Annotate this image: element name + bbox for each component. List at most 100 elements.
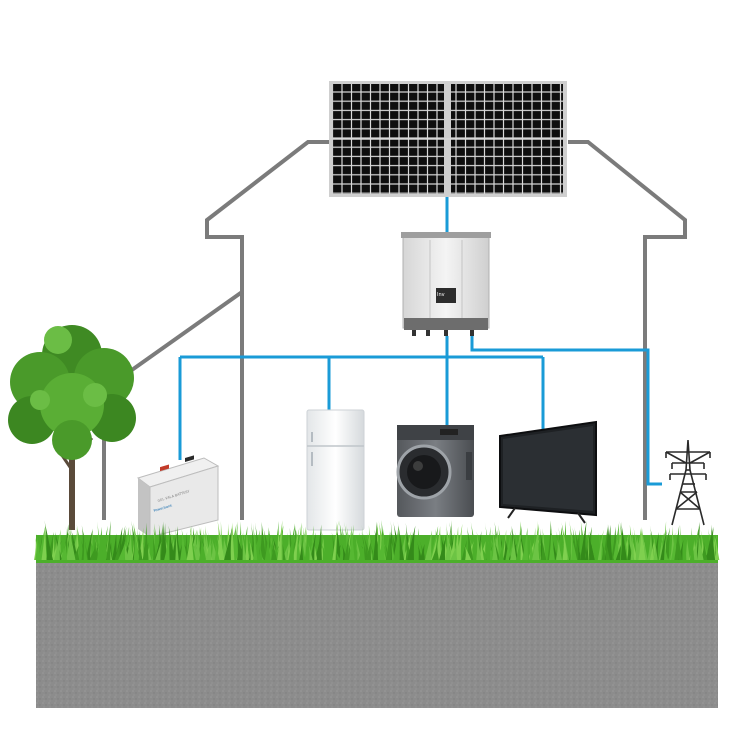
grass-blade xyxy=(476,531,482,560)
grass-blade xyxy=(183,531,188,560)
grass-blade xyxy=(696,531,704,560)
grass-blade xyxy=(320,541,328,560)
grass-blade xyxy=(705,535,711,560)
grass-blade xyxy=(419,544,425,560)
grass-blade xyxy=(259,521,267,560)
grass-blade xyxy=(229,523,237,560)
transmission-tower-icon xyxy=(665,439,711,526)
grass-blade xyxy=(488,545,494,560)
grass-blade xyxy=(470,521,478,560)
grass-blade xyxy=(587,531,595,560)
grass-blade xyxy=(85,528,93,560)
grass-blade xyxy=(213,537,220,560)
grass-blade xyxy=(639,541,646,560)
grass-blade xyxy=(714,540,720,560)
grass-blade xyxy=(96,526,104,560)
grass-blade xyxy=(152,532,157,560)
grass-blade xyxy=(217,520,225,560)
grass-blade xyxy=(431,536,438,560)
grass-blade xyxy=(106,520,111,560)
grass-blade xyxy=(556,535,563,560)
grass-blade xyxy=(450,544,458,560)
grass-blade xyxy=(397,520,405,560)
grass-blade xyxy=(35,533,41,560)
grass-blade xyxy=(378,528,385,560)
grass-blade xyxy=(125,534,133,560)
grass-blade xyxy=(570,531,578,560)
grass-blade xyxy=(194,529,201,560)
grass-blade xyxy=(580,521,587,560)
grass-blade xyxy=(361,530,368,560)
grass-blade xyxy=(480,544,489,560)
grass-blade xyxy=(605,539,610,560)
grass-blade xyxy=(118,541,127,560)
grass-blade xyxy=(414,528,420,560)
grass-blade xyxy=(385,531,392,560)
grass-blade xyxy=(171,533,177,560)
grass-blade xyxy=(492,529,498,560)
grass-blade xyxy=(532,523,540,560)
grass-blade xyxy=(252,523,258,560)
grass-strip xyxy=(33,520,720,563)
grass-blade xyxy=(676,529,683,560)
grass-blade xyxy=(649,538,655,560)
grass-blade xyxy=(690,527,695,560)
grass-blade xyxy=(486,526,491,560)
grass-blade xyxy=(461,539,468,560)
grass-blade xyxy=(277,520,283,560)
grass-blade xyxy=(445,531,450,560)
grass-blade xyxy=(540,538,547,560)
grass-blade xyxy=(143,522,149,560)
grass-blade xyxy=(186,526,194,560)
grass-blade xyxy=(60,540,66,560)
grass-blade xyxy=(240,526,247,560)
grass-blade xyxy=(133,522,140,560)
grass-blade xyxy=(388,530,395,560)
grass-blade xyxy=(354,534,362,560)
grass-blade xyxy=(299,540,304,560)
grass-blade xyxy=(431,543,439,560)
grass-blade xyxy=(519,534,524,560)
grass-blade xyxy=(633,533,641,560)
grass-blade xyxy=(344,534,350,560)
refrigerator-icon xyxy=(306,409,365,531)
grass-blade xyxy=(267,521,274,560)
grass-blade xyxy=(93,542,99,560)
tree-icon xyxy=(8,325,136,530)
grass-blade xyxy=(85,530,93,560)
grass-blade xyxy=(61,542,68,560)
grass-blade xyxy=(620,521,627,560)
grass-blade xyxy=(638,526,646,560)
grass-blade xyxy=(701,541,708,560)
grass-blade xyxy=(162,523,167,560)
washing-machine-icon xyxy=(396,425,474,517)
grass-blade xyxy=(54,529,61,560)
grass-blade xyxy=(674,524,680,560)
inverter-label: Inv xyxy=(437,292,445,298)
grass-blade xyxy=(199,535,207,560)
grass-blade xyxy=(597,529,604,560)
grass-blade xyxy=(155,541,162,560)
grass-blade xyxy=(456,523,463,560)
grass-blade xyxy=(136,526,143,560)
grass-blade xyxy=(612,522,620,560)
grass-blade xyxy=(376,521,382,560)
grass-blade xyxy=(292,527,300,560)
grass-blade xyxy=(175,527,179,560)
grass-blade xyxy=(524,535,532,560)
grass-blade xyxy=(373,521,379,560)
grass-blade xyxy=(562,531,568,560)
grass-blade xyxy=(407,525,416,560)
grass-blade xyxy=(41,524,47,560)
grass-blade xyxy=(258,545,263,560)
grass-blade xyxy=(464,545,472,560)
grass-blade xyxy=(493,537,500,560)
grass-blade xyxy=(47,532,54,560)
grass-blade xyxy=(439,535,447,560)
grass-blade xyxy=(393,525,401,560)
grass-blade xyxy=(264,527,271,560)
ground xyxy=(36,560,718,708)
grass-blade xyxy=(690,539,698,560)
battery-icon: GEL VALA BATTERY Powerbank xyxy=(136,455,220,538)
